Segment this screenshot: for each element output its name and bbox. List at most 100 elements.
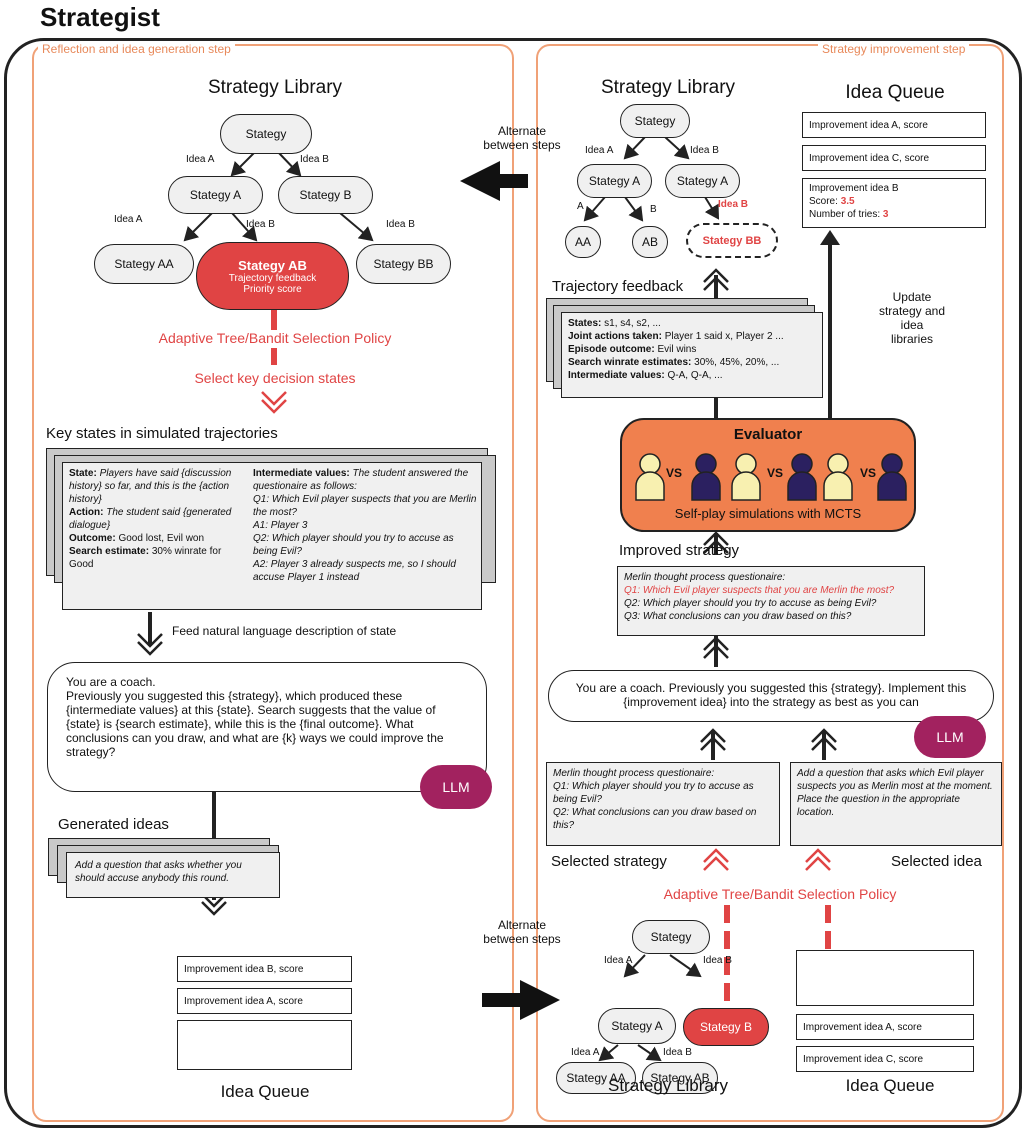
traj-joint: Player 1 said x, Player 2 ... bbox=[664, 331, 784, 342]
key-states-card: State: Players have said {discussion his… bbox=[62, 462, 482, 610]
evaluator-title: Evaluator bbox=[733, 426, 803, 443]
left-panel bbox=[32, 44, 514, 1122]
left-node-aa[interactable]: Stategy AA bbox=[94, 244, 194, 284]
alternate-bottom-label: Alternate between steps bbox=[483, 918, 561, 946]
vs-label-2: VS bbox=[767, 466, 784, 480]
players-figures bbox=[635, 453, 907, 501]
page-title: Strategist bbox=[40, 2, 160, 32]
right-node-a2[interactable]: Stategy A bbox=[665, 164, 740, 198]
left-idea-b-label: Idea B bbox=[300, 154, 329, 165]
right-idea-b-red-label: Idea B bbox=[718, 199, 749, 210]
imp-l3: Q2: Which player should you try to accus… bbox=[624, 598, 877, 609]
right-idea-b-label: Idea B bbox=[690, 145, 719, 156]
selected-strategy-card: Merlin thought process questionaire: Q1:… bbox=[546, 762, 780, 846]
left-idea-a-label: Idea A bbox=[186, 154, 215, 165]
bottom-queue-item-2[interactable]: Improvement idea C, score bbox=[796, 1046, 974, 1072]
traj-states-label: States: bbox=[568, 318, 602, 329]
left-node-bb[interactable]: Stategy BB bbox=[356, 244, 451, 284]
lq-tries: 0 bbox=[264, 1052, 270, 1063]
bottom-node-a[interactable]: Stategy A bbox=[598, 1008, 676, 1044]
bq-tries-label: Number of tries: bbox=[803, 983, 881, 994]
right-idea-a-label: Idea A bbox=[585, 145, 614, 156]
state-label: State: bbox=[69, 468, 97, 479]
right-queue-item-2[interactable]: Improvement idea C, score bbox=[802, 145, 986, 171]
right-root-node[interactable]: Stategy bbox=[620, 104, 690, 138]
selected-idea-card: Add a question that asks which Evil play… bbox=[790, 762, 1002, 846]
player-icon bbox=[731, 453, 761, 501]
left-coach-prompt: You are a coach. Previously you suggeste… bbox=[47, 662, 487, 792]
bottom-idea-b2-label: Idea B bbox=[663, 1047, 692, 1058]
a1-text: A1: Player 3 bbox=[253, 520, 308, 531]
right-node-bb-candidate[interactable]: Stategy BB bbox=[686, 223, 778, 258]
feed-label: Feed natural language description of sta… bbox=[172, 624, 397, 638]
right-policy-label: Adaptive Tree/Bandit Selection Policy bbox=[610, 886, 950, 902]
search-label: Search estimate: bbox=[69, 546, 150, 557]
right-node-aa[interactable]: AA bbox=[565, 226, 601, 258]
imp-l2: Q1: Which Evil player suspects that you … bbox=[624, 585, 895, 596]
sel-l3: Q2: What conclusions can you draw based … bbox=[553, 807, 757, 831]
traj-episode: Evil wins bbox=[657, 344, 697, 355]
left-policy-label: Adaptive Tree/Bandit Selection Policy bbox=[158, 330, 392, 346]
traj-iv: Q-A, Q-A, ... bbox=[667, 370, 723, 381]
bottom-queue-item-1[interactable]: Improvement idea A, score bbox=[796, 1014, 974, 1040]
vs-label-3: VS bbox=[860, 466, 877, 480]
traj-joint-label: Joint actions taken: bbox=[568, 331, 662, 342]
generated-ideas-title: Generated ideas bbox=[58, 816, 169, 833]
generated-idea-card: Add a question that asks whether you sho… bbox=[66, 852, 280, 898]
bottom-node-b[interactable]: Stategy B bbox=[683, 1008, 769, 1046]
sel-l2: Q1: Which player should you try to accus… bbox=[553, 781, 754, 805]
traj-search: 30%, 45%, 20%, ... bbox=[694, 357, 780, 368]
alternate-top-label: Alternate between steps bbox=[483, 124, 561, 152]
q2-text: Q2: Which player should you try to accus… bbox=[253, 533, 454, 557]
evaluator-box: Evaluator Self-play simulations with MCT… bbox=[620, 418, 916, 532]
right-llm-badge: LLM bbox=[914, 716, 986, 758]
traj-states: s1, s4, s2, ... bbox=[604, 318, 661, 329]
iv-text: The student answered the questionaire as… bbox=[253, 468, 469, 492]
search-text: 30% winrate for Good bbox=[69, 546, 222, 570]
left-node-a[interactable]: Stategy A bbox=[168, 176, 263, 214]
left-queue-selected[interactable]: Improvement idea C: Score: 0.0 Number of… bbox=[177, 1020, 352, 1070]
node-ab-line1: Trajectory feedback bbox=[228, 272, 317, 284]
update-label: Update strategy and idea libraries bbox=[878, 290, 946, 346]
player-icon bbox=[787, 453, 817, 501]
right-coach-prompt: You are a coach. Previously you suggeste… bbox=[548, 670, 994, 722]
lq-score: 0.0 bbox=[217, 1039, 232, 1050]
lq-title: Improvement idea C: bbox=[184, 1026, 283, 1037]
right-queue-item-1[interactable]: Improvement idea A, score bbox=[802, 112, 986, 138]
player-icon bbox=[823, 453, 853, 501]
rq-tries-label: Number of tries: bbox=[809, 209, 881, 220]
bottom-root-node[interactable]: Stategy bbox=[632, 920, 710, 954]
select-states-label: Select key decision states bbox=[194, 370, 356, 386]
key-states-title: Key states in simulated trajectories bbox=[46, 425, 278, 442]
iv-label: Intermediate values: bbox=[253, 468, 350, 479]
right-node-a[interactable]: Stategy A bbox=[577, 164, 652, 198]
vs-label-1: VS bbox=[666, 466, 683, 480]
left-queue-item-2[interactable]: Improvement idea A, score bbox=[177, 988, 352, 1014]
node-ab-line2: Priority score bbox=[243, 283, 302, 295]
left-root-node[interactable]: Stategy bbox=[220, 114, 312, 154]
left-node-b[interactable]: Stategy B bbox=[278, 176, 373, 214]
node-ab-title: Stategy AB bbox=[238, 257, 307, 273]
left-idea-b3-label: Idea B bbox=[386, 219, 415, 230]
bottom-queue-title: Idea Queue bbox=[845, 1076, 935, 1095]
right-node-ab[interactable]: AB bbox=[632, 226, 668, 258]
left-queue-title: Idea Queue bbox=[220, 1082, 310, 1101]
strategist-frame bbox=[4, 38, 1022, 1128]
action-label: Action: bbox=[69, 507, 104, 518]
left-idea-a2-label: Idea A bbox=[114, 214, 143, 225]
bottom-queue-selected[interactable]: Improvement idea B: Score: 2.3 Number of… bbox=[796, 950, 974, 1006]
bottom-node-ab[interactable]: Stategy AB bbox=[642, 1062, 718, 1094]
right-library-title: Strategy Library bbox=[600, 77, 736, 98]
bottom-idea-a-label: Idea A bbox=[604, 955, 633, 966]
left-llm-badge: LLM bbox=[420, 765, 492, 809]
right-step-label: Strategy improvement step bbox=[818, 42, 970, 56]
right-queue-item-3[interactable]: Improvement idea B Score: 3.5 Number of … bbox=[802, 178, 986, 228]
imp-l1: Merlin thought process questionaire: bbox=[624, 572, 786, 583]
lq-score-label: Score: bbox=[184, 1039, 216, 1050]
bottom-idea-a2-label: Idea A bbox=[571, 1047, 600, 1058]
left-node-ab[interactable]: Stategy AB Trajectory feedback Priority … bbox=[196, 242, 349, 310]
improved-strategy-title: Improved strategy bbox=[619, 542, 740, 559]
bottom-node-aa[interactable]: Stategy AA bbox=[556, 1062, 636, 1094]
bottom-library-title: Strategy Library bbox=[608, 1076, 728, 1095]
left-queue-item-1[interactable]: Improvement idea B, score bbox=[177, 956, 352, 982]
